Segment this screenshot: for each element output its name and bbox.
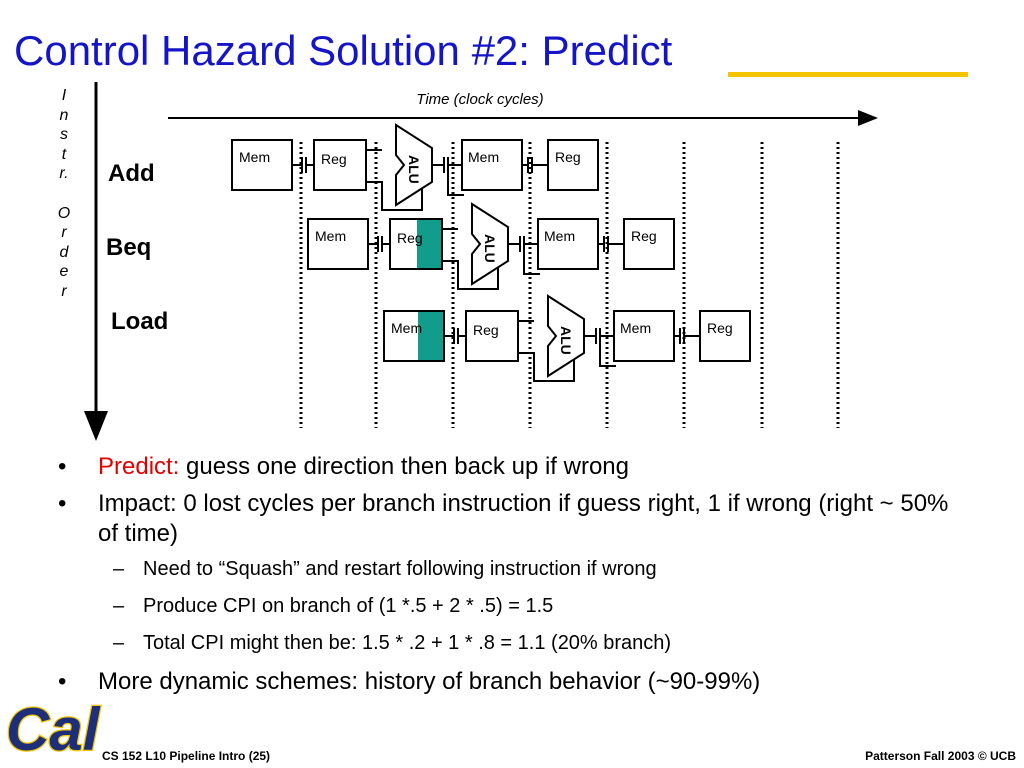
instruction-load-label: Load [111, 308, 169, 335]
mem-stage [231, 139, 293, 191]
bullet-marker: – [113, 632, 125, 654]
reg-stage-label: Reg [707, 320, 733, 336]
mem-stage-label: Mem [544, 228, 575, 244]
order-letter: t [61, 145, 67, 163]
instruction-order-label: I n s t r. O r d e r [52, 86, 76, 301]
order-letter: O [57, 204, 71, 222]
bullet-text: Impact: 0 lost cycles per branch instruc… [98, 490, 949, 547]
stage-connector [444, 328, 466, 344]
stage-connector [518, 320, 575, 382]
bullet-list: • Predict: guess one direction then back… [58, 452, 958, 704]
mem-stage-label: Mem [239, 149, 270, 165]
order-letter: r. [59, 165, 69, 182]
reg-stage-label: Reg [397, 230, 423, 246]
reg-stage [313, 139, 367, 191]
bullet-text: Need to “Squash” and restart following i… [143, 558, 657, 580]
reg-stage-label: Reg [473, 322, 499, 338]
stage-connector [598, 236, 628, 252]
stage-connector [584, 328, 616, 367]
alu-stage [471, 202, 509, 286]
bullet-text: Total CPI might then be: 1.5 * .2 + 1 * … [143, 632, 672, 654]
cal-logo: Cal [5, 695, 102, 764]
reg-stage [699, 310, 751, 362]
cal-logo-text: Cal [6, 696, 101, 763]
reg-stage-label: Reg [631, 228, 657, 244]
title-underline [728, 72, 968, 77]
reg-stage [547, 139, 599, 191]
reg-stage-label: Reg [321, 151, 347, 167]
order-letter: r [61, 282, 67, 300]
stage-connector [522, 157, 552, 173]
sub-bullet-item: – Total CPI might then be: 1.5 * .2 + 1 … [58, 630, 958, 656]
stall-highlight [418, 312, 443, 360]
bullet-text: Produce CPI on branch of (1 *.5 + 2 * .5… [143, 595, 554, 617]
order-letter: e [59, 263, 69, 280]
mem-stage-label: Mem [315, 228, 346, 244]
pipeline-row: Mem Reg ALU Mem Reg [383, 294, 751, 382]
order-letter: s [60, 126, 68, 143]
pipeline-row: Mem Reg ALU Mem Reg [231, 123, 599, 211]
alu-stage-label: ALU [558, 326, 574, 355]
reg-stage [465, 310, 519, 362]
alu-stage [395, 123, 433, 207]
reg-stage [623, 218, 675, 270]
order-letter: n [59, 106, 69, 124]
alu-stage-label: ALU [482, 234, 498, 263]
stage-connector [366, 149, 423, 211]
order-letter: d [59, 243, 69, 261]
bullet-marker: – [113, 558, 125, 580]
mem-stage [537, 218, 599, 270]
sub-bullet-item: – Produce CPI on branch of (1 *.5 + 2 * … [58, 593, 958, 619]
bullet-marker: • [58, 490, 67, 517]
mem-stage-label: Mem [391, 320, 422, 336]
stage-connector [292, 157, 314, 173]
bullet-keyword: Predict: [98, 453, 180, 480]
bullet-text: More dynamic schemes: history of branch … [98, 668, 761, 695]
pipeline-row: Mem Reg ALU Mem Reg [307, 202, 675, 290]
bullet-marker: – [113, 595, 125, 617]
time-axis-label: Time (clock cycles) [416, 91, 543, 108]
stage-connector [674, 328, 704, 344]
alu-stage-label: ALU [406, 155, 422, 184]
slide-title: Control Hazard Solution #2: Predict [14, 27, 673, 74]
mem-stage-label: Mem [620, 320, 651, 336]
mem-stage-label: Mem [468, 149, 499, 165]
bullet-marker: • [58, 668, 67, 695]
instruction-add-label: Add [108, 160, 155, 187]
bullet-item: • Impact: 0 lost cycles per branch instr… [58, 489, 958, 549]
mem-stage [307, 218, 369, 270]
instruction-beq-label: Beq [106, 234, 152, 261]
footer-copyright: Patterson Fall 2003 © UCB [865, 749, 1016, 763]
stage-connector [508, 236, 540, 275]
stage-connector [442, 228, 499, 290]
stall-highlight [417, 220, 441, 268]
bullet-text: guess one direction then back up if wron… [179, 453, 629, 480]
bullet-marker: • [58, 453, 67, 480]
mem-stage [613, 310, 675, 362]
bullet-item: • More dynamic schemes: history of branc… [58, 667, 958, 697]
stage-connector [368, 236, 390, 252]
stage-connector [432, 157, 464, 196]
sub-bullet-item: – Need to “Squash” and restart following… [58, 556, 958, 582]
bullet-item: • Predict: guess one direction then back… [58, 452, 958, 482]
footer-course-label: CS 152 L10 Pipeline Intro (25) [102, 749, 271, 763]
alu-stage [547, 294, 585, 378]
order-letter: r [61, 224, 67, 241]
order-letter: I [61, 87, 67, 104]
mem-stage [461, 139, 523, 191]
reg-stage-label: Reg [555, 149, 581, 165]
